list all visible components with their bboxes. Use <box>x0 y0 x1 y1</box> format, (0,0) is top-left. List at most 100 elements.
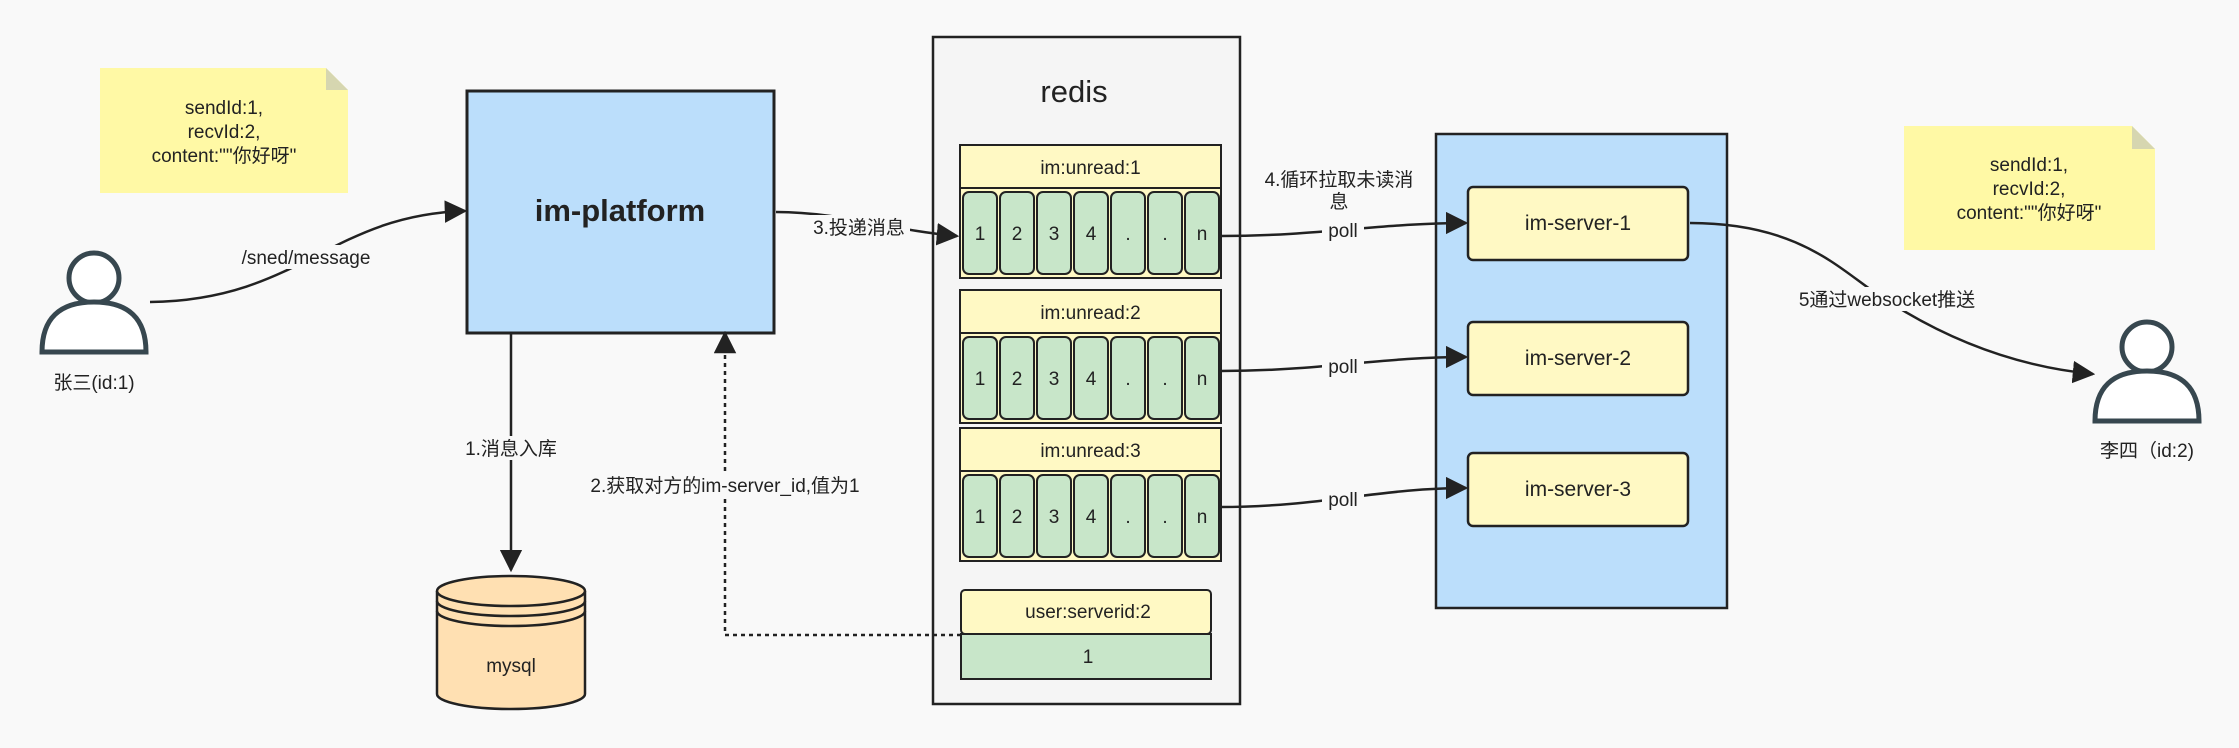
label-poll-2: poll <box>1322 354 1364 378</box>
label-push: 5通过websocket推送 <box>1790 287 1984 311</box>
queue-cell <box>1147 191 1183 275</box>
queue-cell-label: 3 <box>1049 224 1060 245</box>
queue-cell-label: 4 <box>1086 507 1097 528</box>
server-3: im-server-3 <box>1466 451 1690 528</box>
label-get-server: 2.获取对方的im-server_id,值为1 <box>580 473 870 497</box>
note-left-line-1: sendId:1, <box>185 98 263 119</box>
user-right-label: 李四（id:2) <box>2100 440 2194 462</box>
platform-box: im-platform <box>465 89 776 335</box>
queue-cell <box>1184 336 1220 420</box>
queue-1: im:unread:1 1 2 3 4.. n <box>959 144 1222 279</box>
queue-cell <box>1036 336 1072 420</box>
label-deliver: 3.投递消息 <box>810 215 910 239</box>
queue-cell-label: 1 <box>975 507 986 528</box>
svg-text:4.循环拉取未读消: 4.循环拉取未读消 <box>1265 169 1414 191</box>
queue-cell-label: 4 <box>1086 369 1097 390</box>
queue-cell-label: . <box>1162 369 1167 390</box>
label-poll-1: poll <box>1322 218 1364 242</box>
note-right: sendId:1, recvId:2, content:""你好呀" <box>1904 126 2155 250</box>
svg-text:息: 息 <box>1329 191 1348 213</box>
queue-cell <box>999 191 1035 275</box>
queue-cell <box>1110 191 1146 275</box>
queue-cell <box>1073 336 1109 420</box>
label-send-message: /sned/message <box>232 245 380 269</box>
queue-cell-label: 3 <box>1049 369 1060 390</box>
note-left-line-3: content:""你好呀" <box>152 145 297 167</box>
server-1-label: im-server-1 <box>1525 212 1631 235</box>
note-right-line-1: sendId:1, <box>1990 155 2068 176</box>
svg-text:3.投递消息: 3.投递消息 <box>813 217 905 239</box>
queue-cell <box>962 474 998 558</box>
note-left: sendId:1, recvId:2, content:""你好呀" <box>100 68 348 193</box>
queue-cell <box>1110 474 1146 558</box>
server-2-label: im-server-2 <box>1525 347 1631 370</box>
queue-cell <box>1036 191 1072 275</box>
queue-cell-label: . <box>1162 224 1167 245</box>
queue-cell-label: . <box>1162 507 1167 528</box>
edge-get-server <box>713 330 961 637</box>
note-right-line-3: content:""你好呀" <box>1957 202 2102 224</box>
queue-cell <box>1147 336 1183 420</box>
queue-cell-label: . <box>1125 369 1130 390</box>
queue-cell-label: 1 <box>975 369 986 390</box>
queue-cell <box>962 336 998 420</box>
svg-text:1.消息入库: 1.消息入库 <box>465 438 557 460</box>
server-3-label: im-server-3 <box>1525 478 1631 501</box>
queue-cell <box>962 191 998 275</box>
label-pull: 4.循环拉取未读消 息 <box>1265 169 1414 213</box>
svg-text:poll: poll <box>1328 221 1358 242</box>
redis-title: redis <box>1040 74 1107 109</box>
server-map-title: user:serverid:2 <box>1025 602 1151 623</box>
note-right-line-2: recvId:2, <box>1993 179 2066 200</box>
database-icon <box>435 574 587 711</box>
queue-header <box>959 427 1222 472</box>
user-right-icon <box>2092 319 2202 424</box>
platform-label: im-platform <box>535 193 706 228</box>
svg-text:5通过websocket推送: 5通过websocket推送 <box>1799 289 1975 311</box>
queue-cell-label: n <box>1197 224 1208 245</box>
svg-text:2.获取对方的im-server_id,值为1: 2.获取对方的im-server_id,值为1 <box>590 475 859 497</box>
queue-title: im:unread:2 <box>1040 303 1140 324</box>
svg-text:/sned/message: /sned/message <box>242 248 371 269</box>
svg-text:poll: poll <box>1328 490 1358 511</box>
user-left: 张三(id:1) <box>39 250 149 394</box>
queue-cell <box>999 474 1035 558</box>
mysql-label: mysql <box>486 656 536 677</box>
svg-text:poll: poll <box>1328 357 1358 378</box>
note-left-line-2: recvId:2, <box>188 122 261 143</box>
queue-cell-label: 3 <box>1049 507 1060 528</box>
queue-cell <box>999 336 1035 420</box>
queue-cell <box>1184 191 1220 275</box>
queue-cell-label: 2 <box>1012 507 1023 528</box>
queue-cell-label: . <box>1125 224 1130 245</box>
queue-cell <box>1110 336 1146 420</box>
queue-header <box>959 144 1222 189</box>
queue-title: im:unread:3 <box>1040 441 1140 462</box>
queue-2: im:unread:2 1 2 3 4.. n <box>959 289 1222 424</box>
server-2: im-server-2 <box>1466 320 1690 397</box>
queue-cell-label: 2 <box>1012 369 1023 390</box>
queue-title: im:unread:1 <box>1040 158 1140 179</box>
user-left-label: 张三(id:1) <box>53 372 134 394</box>
queue-cell-label: 4 <box>1086 224 1097 245</box>
queue-header <box>959 289 1222 334</box>
user-right: 李四（id:2) <box>2092 319 2202 462</box>
server-map-value: 1 <box>1083 647 1094 668</box>
queue-cell-label: 1 <box>975 224 986 245</box>
label-poll-3: poll <box>1322 487 1364 511</box>
user-left-icon <box>39 250 149 355</box>
queue-cell-label: n <box>1197 507 1208 528</box>
queue-cell <box>1073 474 1109 558</box>
queue-cell-label: n <box>1197 369 1208 390</box>
queue-cell <box>1036 474 1072 558</box>
queue-cell-label: 2 <box>1012 224 1023 245</box>
server-map: user:serverid:2 1 <box>960 589 1212 680</box>
server-1: im-server-1 <box>1466 185 1690 262</box>
mysql-db: mysql <box>435 574 587 711</box>
queue-cell <box>1073 191 1109 275</box>
label-store: 1.消息入库 <box>460 436 564 460</box>
queue-cell <box>1184 474 1220 558</box>
